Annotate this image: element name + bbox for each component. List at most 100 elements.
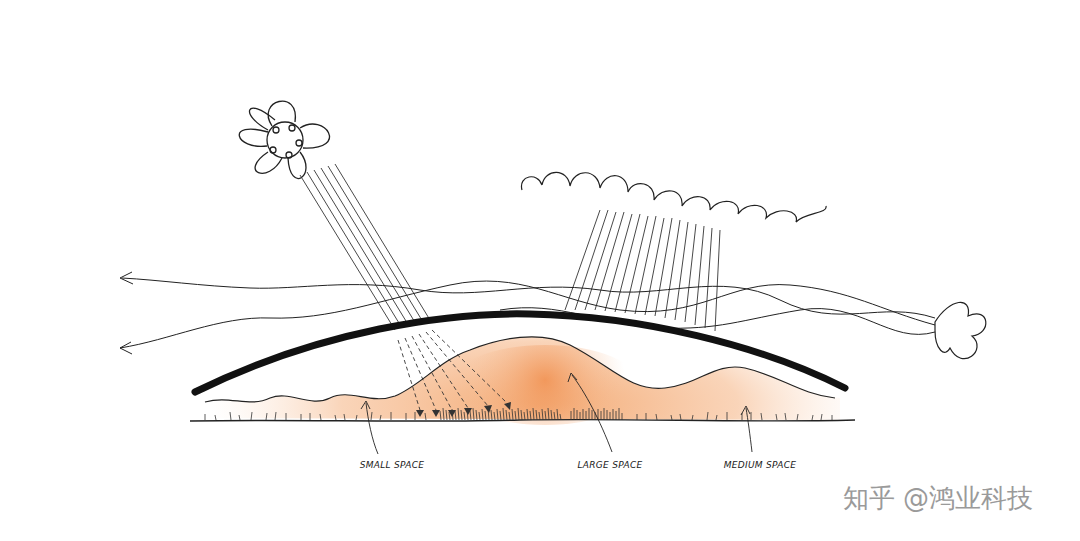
grass-blade <box>473 408 474 420</box>
grass-blade <box>464 412 465 420</box>
grass-blade <box>440 411 441 420</box>
wind-source <box>935 302 986 358</box>
grass-blade <box>251 412 252 420</box>
grass-blade <box>785 413 786 420</box>
grass-blade <box>761 413 762 420</box>
grass-blade <box>461 410 462 420</box>
grass-blade <box>506 410 507 420</box>
grass-blade <box>545 411 546 420</box>
diffused-light <box>398 330 508 410</box>
grass-blade <box>476 410 477 420</box>
grass-blade <box>380 415 381 420</box>
grass-blade <box>415 412 416 420</box>
grass-blade <box>458 408 459 420</box>
grass-blade <box>797 414 798 420</box>
leader-lines <box>361 373 752 454</box>
grass-blade <box>275 412 276 420</box>
grass-blade <box>512 409 513 420</box>
large-space-glow <box>450 345 640 425</box>
grass-blade <box>592 410 593 420</box>
grass-blade <box>622 413 623 420</box>
grass-blade <box>518 408 519 420</box>
grass-blade <box>613 409 614 420</box>
grass-blade <box>821 414 822 420</box>
grass-blade <box>574 408 575 420</box>
grass-blade <box>406 413 407 420</box>
grass-blade <box>467 409 468 420</box>
grass-blade <box>548 408 549 420</box>
grass-blade <box>616 411 617 420</box>
grass-blade <box>239 415 240 420</box>
roof-shell <box>195 314 845 392</box>
grass-blade <box>716 415 717 420</box>
grass-blade <box>509 412 510 420</box>
grass-blade <box>692 415 693 420</box>
grass-blade <box>524 412 525 420</box>
grass-blade <box>503 408 504 420</box>
grass-blade <box>776 414 777 420</box>
grass-blade <box>356 415 357 420</box>
interior-volumes <box>205 337 835 402</box>
grass-blade <box>446 410 447 420</box>
grass-blade <box>470 411 471 420</box>
ground-line <box>190 420 855 422</box>
grass-blade <box>310 413 311 420</box>
grass-blade <box>560 414 561 420</box>
grass <box>205 408 832 420</box>
grass-blade <box>589 408 590 420</box>
grass-blade <box>455 411 456 420</box>
space-label: MEDIUM SPACE <box>724 460 797 470</box>
grass-blade <box>539 412 540 420</box>
grass-blade <box>488 408 489 420</box>
grass-blade <box>452 409 453 420</box>
grass-blade <box>586 411 587 420</box>
grass-blade <box>557 409 558 420</box>
grass-blade <box>751 412 752 420</box>
sun-symbol <box>239 101 329 178</box>
grass-blade <box>637 414 638 420</box>
grass-blade <box>286 413 287 420</box>
grass-blade <box>571 411 572 420</box>
grass-blade <box>527 409 528 420</box>
grass-blade <box>215 415 216 420</box>
grass-blade <box>656 414 657 420</box>
grass-blade <box>551 410 552 420</box>
rain-cloud <box>521 172 826 222</box>
grass-blade <box>530 411 531 420</box>
grass-blade <box>601 411 602 420</box>
grass-blade <box>425 413 426 420</box>
grass-blade <box>485 411 486 420</box>
grass-blade <box>536 410 537 420</box>
grass-blade <box>479 412 480 420</box>
grass-blade <box>500 411 501 420</box>
grass-blade <box>482 409 483 420</box>
grass-blade <box>301 414 302 420</box>
grass-blade <box>610 412 611 420</box>
grass-blade <box>491 410 492 420</box>
grass-blade <box>707 412 708 420</box>
watermark: 知乎 @鸿业科技 <box>843 481 1033 516</box>
grass-blade <box>542 409 543 420</box>
grass-blade <box>533 408 534 420</box>
rain-lines <box>565 210 720 331</box>
grass-blade <box>443 408 444 420</box>
grass-blade <box>554 412 555 420</box>
grass-blade <box>671 415 672 420</box>
grass-blade <box>320 414 321 420</box>
grass-blade <box>583 409 584 420</box>
grass-blade <box>497 409 498 420</box>
space-label: LARGE SPACE <box>577 460 642 470</box>
grass-blade <box>832 415 833 420</box>
grass-blade <box>515 411 516 420</box>
grass-blade <box>646 413 647 420</box>
grass-blade <box>577 410 578 420</box>
grass-blade <box>449 412 450 420</box>
grass-blade <box>580 412 581 420</box>
grass-blade <box>205 414 206 420</box>
grass-blade <box>344 414 345 420</box>
grass-blade <box>335 415 336 420</box>
grass-blade <box>494 412 495 420</box>
space-label: SMALL SPACE <box>360 460 425 470</box>
grass-blade <box>266 413 267 420</box>
